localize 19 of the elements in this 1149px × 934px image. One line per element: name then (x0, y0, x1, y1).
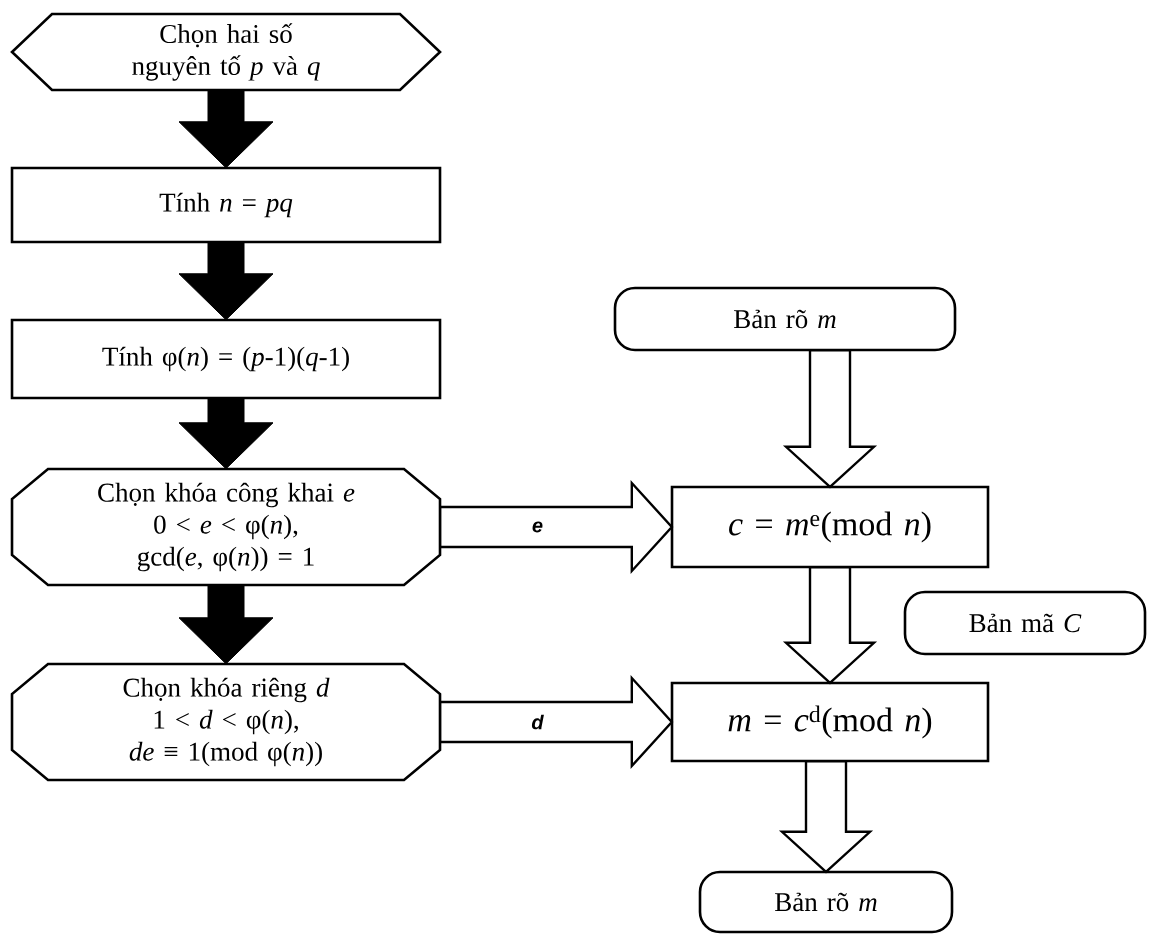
block-arrow (782, 565, 878, 685)
block-arrow (178, 241, 274, 321)
process-box: Tính n = pq (10, 166, 442, 244)
process-box: m = c$^{d}$(mod n) (670, 681, 990, 763)
block-arrow (178, 584, 274, 665)
octagon-box: Chọn khóa riêng d 1 < d < φ(n), de ≡ 1(mod φ(n)) (10, 662, 442, 782)
block-arrow (178, 89, 274, 169)
block-arrow (178, 397, 274, 470)
octagon-box: Chọn khóa công khai e 0 < e < φ(n), gcd(e, φ(n)) = 1 (10, 467, 442, 587)
rounded-box: Bản rõ m (613, 286, 957, 352)
block-arrow (782, 349, 878, 489)
rounded-box: Bản rõ m (698, 870, 954, 934)
block-arrow (778, 759, 874, 874)
process-box: Tính φ(n) = (p-1)(q-1) (10, 318, 442, 400)
hexagon-box: Chọn hai số nguyên tố p và q (10, 12, 442, 92)
block-arrow (439, 674, 674, 770)
rounded-box: Bản mã C (903, 590, 1147, 656)
block-arrow (439, 479, 674, 575)
process-box: c = m$^{e}$(mod n) (670, 485, 990, 569)
